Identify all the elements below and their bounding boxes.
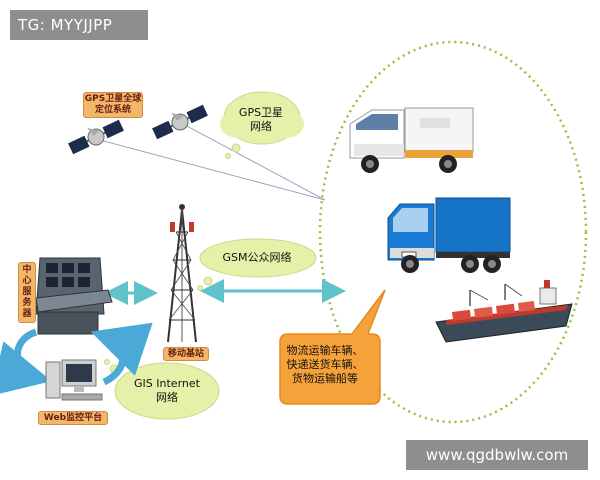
channel-tag: TG: MYYJJPP [10,10,148,40]
cargo-ship-icon [435,280,573,343]
gps-network-line2: 网络 [250,120,272,133]
satellite-icon [152,104,208,140]
white-truck-icon [349,107,474,173]
gis-network-text: GIS Internet 网络 [127,377,207,405]
computer-icon [45,359,103,401]
site-watermark: www.qgdbwlw.com [406,440,588,470]
service-center-label: 中心服务器 [18,262,36,323]
vehicle-callout-text: 物流运输车辆、 快递送货车辆、 货物运输船等 [284,344,366,386]
gsm-network-text: GSM公众网络 [222,251,292,264]
satellite-icon [68,119,124,155]
callout-line1: 物流运输车辆、 [286,344,364,357]
callout-line2: 快递送货车辆、 [286,358,364,371]
base-station-label: 移动基站 [163,347,209,361]
gis-network-line1: GIS Internet [134,377,200,390]
gps-network-cloud [220,91,304,159]
satellite-link-line [99,139,326,201]
monitoring-console-icon [35,257,113,335]
vehicle-callout-bubble [279,289,386,405]
vehicle-group-ellipse [318,40,588,424]
gps-network-text: GPS卫星 网络 [226,106,296,134]
gps-system-label: GPS卫星全球定位系统 [83,92,143,118]
callout-line3: 货物运输船等 [292,372,358,385]
sync-cycle-arrow [90,322,153,386]
gis-network-line2: 网络 [156,391,178,404]
cell-tower-icon [167,204,197,343]
gps-network-line1: GPS卫星 [238,106,284,119]
satellite-link-line [184,124,326,201]
web-platform-label: Web监控平台 [38,411,108,425]
blue-truck-icon [387,197,511,273]
sync-cycle-arrow [0,328,52,396]
